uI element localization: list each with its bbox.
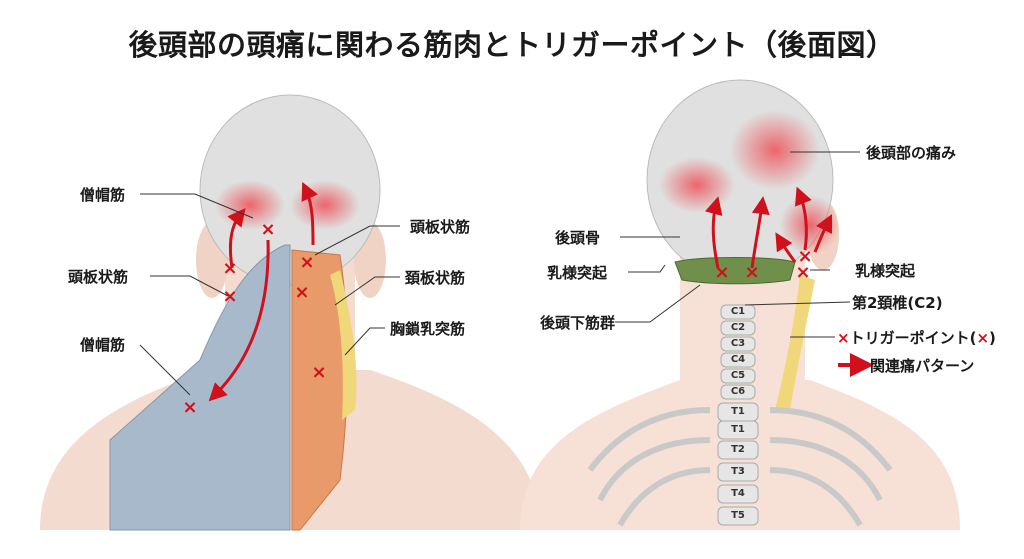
vertebra-label: T2 (731, 444, 745, 455)
label-trapezius-upper: 僧帽筋 (80, 186, 126, 204)
referred-pain-arrow (750, 196, 770, 269)
trigger-point-marker: × (714, 262, 729, 283)
vertebra-label: C3 (730, 338, 746, 349)
vertebra-label: T1 (731, 406, 745, 417)
label-sternocleidomastoid: 胸鎖乳突筋 (390, 320, 466, 338)
trigger-point-marker: × (795, 262, 810, 283)
label-splenius-capitis-left: 頭板状筋 (68, 268, 129, 286)
spine (717, 304, 759, 526)
vertebra (720, 304, 756, 320)
legend-referred-pain: 関連痛パターン (870, 357, 975, 375)
referred-pain-arrow (813, 213, 833, 253)
trigger-point-marker: × (222, 286, 237, 307)
trigger-point-icon: × (976, 329, 990, 347)
vertebra (720, 336, 756, 352)
vertebra (720, 368, 756, 384)
pain-zone (659, 157, 735, 213)
vertebra (717, 420, 759, 440)
trigger-point-marker: × (260, 219, 275, 240)
label-occipital-bone: 後頭骨 (555, 229, 601, 247)
legend-trigger-point: ×トリガーポイント(×) (837, 327, 996, 348)
sternocleidomastoid-muscle (330, 270, 357, 420)
vertebra (717, 484, 759, 504)
vertebra-label: C2 (730, 322, 746, 333)
referred-pain-arrow (775, 232, 797, 263)
pain-zone (290, 180, 360, 230)
vertebra-label: T1 (731, 424, 745, 435)
label-occipital-pain: 後頭部の痛み (866, 144, 957, 162)
vertebra-label: C4 (730, 354, 746, 365)
legend-close-paren: ) (989, 329, 996, 347)
trapezius-muscle (109, 244, 291, 531)
vertebra (720, 384, 756, 400)
vertebra-label: C1 (730, 306, 746, 317)
vertebra-label: T5 (731, 510, 745, 521)
vertebra (720, 352, 756, 368)
trigger-point-marker: × (797, 246, 812, 267)
ribs (587, 407, 893, 527)
pain-zone (730, 110, 820, 190)
trigger-point-marker: × (222, 258, 237, 279)
trigger-point-marker: × (311, 362, 326, 383)
vertebra (720, 320, 756, 336)
label-mastoid-right: 乳様突起 (855, 262, 916, 280)
sternocleidomastoid-muscle (775, 275, 815, 410)
vertebra-label: C6 (730, 386, 746, 397)
trigger-point-icon: × (837, 329, 850, 347)
referred-pain-arrow (208, 239, 270, 402)
right-figure: × × × × (520, 79, 960, 530)
vertebra (717, 506, 759, 526)
leader-lines (139, 193, 400, 396)
page-title: 後頭部の頭痛に関わる筋肉とトリガーポイント（後面図） (128, 28, 896, 62)
trigger-point-marker: × (182, 397, 197, 418)
trigger-point-marker: × (744, 262, 759, 283)
label-c2: 第2頚椎(C2) (852, 294, 943, 312)
legend-trigger-point-label: トリガーポイント( (849, 329, 977, 347)
vertebra-label: C5 (730, 370, 746, 381)
trigger-point-marker: × (294, 282, 309, 303)
label-mastoid-left: 乳様突起 (547, 264, 608, 282)
pain-zone (780, 195, 840, 255)
referred-pain-arrow (704, 196, 723, 269)
vertebra-label: T4 (731, 488, 745, 499)
vertebra (717, 462, 759, 482)
vertebra-label: T3 (731, 466, 745, 477)
label-suboccipital: 後頭下筋群 (540, 314, 616, 332)
label-trapezius-lower: 僧帽筋 (80, 336, 126, 354)
referred-pain-arrow (301, 181, 318, 246)
label-splenius-capitis-right: 頭板状筋 (410, 218, 471, 236)
leader-lines (615, 151, 860, 338)
referred-pain-arrow (794, 186, 812, 251)
trigger-point-marker: × (299, 252, 314, 273)
vertebra (717, 440, 759, 460)
left-figure: × × × × × × × (40, 94, 540, 531)
label-splenius-cervicis: 頚板状筋 (405, 269, 466, 287)
referred-pain-arrow (227, 207, 246, 269)
suboccipital-muscles (674, 257, 796, 285)
